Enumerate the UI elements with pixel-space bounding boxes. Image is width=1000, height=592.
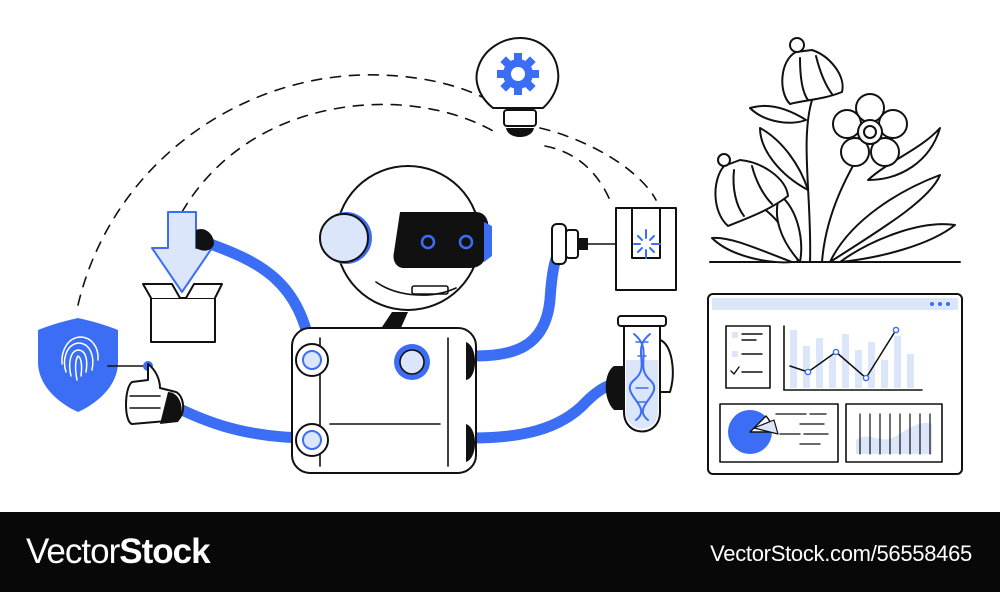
download-box-icon <box>142 211 223 343</box>
image-id-text: VectorStock.com/56558465 <box>710 541 972 566</box>
fingerprint-shield-icon <box>38 318 118 412</box>
robot-hand-upper <box>196 228 214 251</box>
test-tube-dna-icon <box>605 315 674 433</box>
analytics-dashboard-icon <box>707 293 963 475</box>
thumbs-up-hand-icon <box>125 363 184 425</box>
brand-logo: VectorStock <box>26 532 211 572</box>
robot-body <box>291 327 477 474</box>
gear-lightbulb-icon <box>475 37 560 137</box>
robot-illustration <box>38 37 963 475</box>
dashed-arc-outer <box>77 74 657 306</box>
gear-icon <box>497 53 539 95</box>
brand-regular: Vector <box>26 532 120 571</box>
flowers-icon <box>709 37 961 264</box>
watermark-footer: VectorStock VectorStock.com/56558465 <box>0 512 1000 592</box>
brand-bold: Stock <box>119 532 210 571</box>
robot-head <box>319 165 492 330</box>
laser-device-icon <box>551 207 677 291</box>
dashed-arc-inner <box>181 103 613 213</box>
